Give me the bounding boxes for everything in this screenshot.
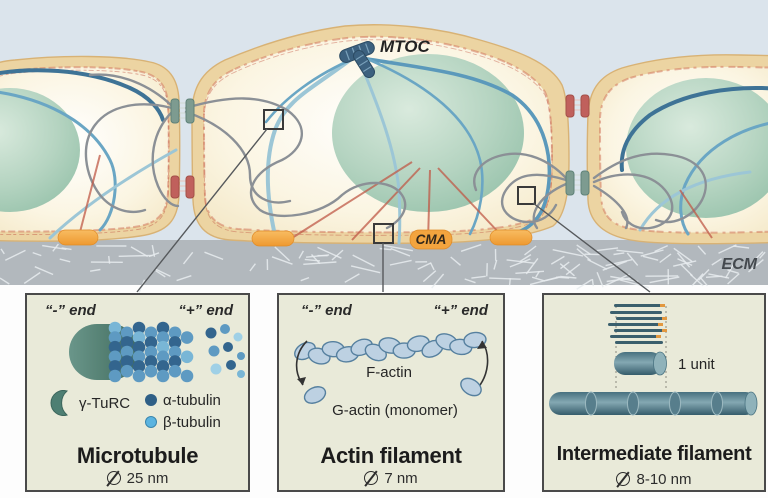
mtoc-icon xyxy=(339,41,376,79)
gamma-turc-icon xyxy=(50,390,69,416)
nucleus xyxy=(0,88,80,212)
actin-stress-fibers xyxy=(291,161,503,243)
assembly-guides xyxy=(615,306,667,390)
diameter-value: 8-10 nm xyxy=(636,471,692,488)
diameter-row: 25 nm xyxy=(27,470,248,487)
actin-stress-fiber xyxy=(679,189,713,239)
intermediate-filaments xyxy=(592,152,707,230)
intermediate-filament-icon: 1 unit xyxy=(549,304,758,416)
diameter-icon xyxy=(106,471,121,485)
g-actin-monomers xyxy=(303,377,482,404)
minus-end-label: “-” end xyxy=(301,302,352,319)
junction-adherens-left xyxy=(170,175,195,199)
beta-tubulin-label: β-tubulin xyxy=(163,414,221,431)
junction-desmosome-left xyxy=(170,98,195,124)
actin-stress-fiber xyxy=(79,154,101,233)
callout-squares xyxy=(263,109,536,244)
diameter-icon xyxy=(364,471,379,485)
diameter-value: 25 nm xyxy=(126,470,169,487)
cell-center: MTOC xyxy=(184,24,570,247)
plus-end-label: “+” end xyxy=(178,302,233,319)
callout-square-microtubule xyxy=(263,109,284,130)
callout-square-intermediate xyxy=(517,186,536,205)
diameter-icon xyxy=(616,472,631,486)
arrowhead xyxy=(297,377,306,385)
g-actin-label: G-actin (monomer) xyxy=(332,402,458,419)
alpha-tubulin-dot xyxy=(145,394,157,406)
arrowhead xyxy=(477,341,487,349)
nucleus xyxy=(626,78,768,218)
cma-adhesion xyxy=(489,229,533,246)
callout-lines xyxy=(136,128,651,293)
minus-end-label: “-” end xyxy=(45,302,96,319)
ecm-label: ECM xyxy=(721,256,757,273)
alpha-tubulin-label: α-tubulin xyxy=(163,392,221,409)
cell-right xyxy=(586,54,768,245)
cma-label-pill: CMA xyxy=(409,229,453,250)
inset-box-intermediate: 1 unit Intermediate filament 8-10 nm xyxy=(542,293,766,492)
f-actin-label: F-actin xyxy=(366,364,412,381)
junction-desmosome-right xyxy=(565,170,590,196)
actin-filament-icon: F-actin G-actin (monomer) xyxy=(294,331,489,419)
free-tubulin-dots xyxy=(205,324,245,378)
diameter-row: 7 nm xyxy=(279,470,503,487)
intermediate-filaments xyxy=(184,97,568,230)
unit-cylinder xyxy=(614,351,667,376)
mtoc-label: MTOC xyxy=(380,37,430,56)
box-title-actin: Actin filament xyxy=(320,443,462,468)
gamma-turc-label: γ-TuRC xyxy=(79,395,131,412)
ecm-fiber-mesh xyxy=(0,243,766,293)
f-actin-chain xyxy=(294,331,487,365)
cell-left xyxy=(0,55,181,246)
diameter-row: 8-10 nm xyxy=(544,471,764,488)
cma-adhesion xyxy=(251,230,295,247)
filament-rod xyxy=(549,391,758,416)
ecm-band xyxy=(0,240,768,293)
plus-end-label: “+” end xyxy=(433,302,488,319)
junction-adherens-right xyxy=(565,94,590,118)
unit-label: 1 unit xyxy=(678,356,716,373)
inset-box-microtubule: “-” end “+” end γ-TuRC α-tubulin β-tubul… xyxy=(25,293,250,492)
cma-adhesion xyxy=(57,229,99,246)
intermediate-filaments xyxy=(84,73,180,214)
cma-label: CMA xyxy=(416,232,447,247)
beta-tubulin-dot xyxy=(145,416,157,428)
nucleus xyxy=(332,54,524,212)
box-title-microtubule: Microtubule xyxy=(76,443,199,468)
microtubules xyxy=(264,56,552,245)
inset-box-actin: “-” end “+” end F-actin G-actin (monomer… xyxy=(277,293,505,492)
microtubule-icon xyxy=(69,321,245,383)
diameter-value: 7 nm xyxy=(384,470,418,487)
box-title-intermediate: Intermediate filament xyxy=(556,443,752,465)
dimer-stack xyxy=(608,304,667,344)
